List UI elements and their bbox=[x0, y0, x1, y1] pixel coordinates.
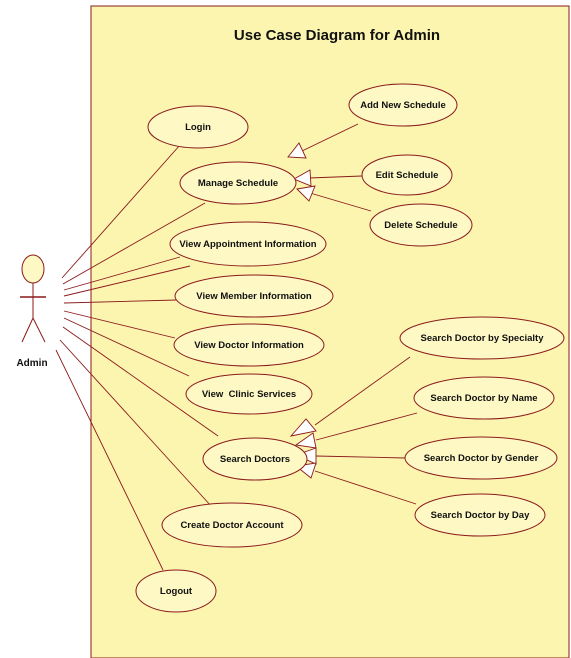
association-search-doctors bbox=[62, 326, 219, 437]
association-view-member bbox=[63, 299, 177, 304]
label-view-member-information: View Member Information bbox=[196, 291, 312, 302]
use-case-labels: Login Manage Schedule Add New Schedule E… bbox=[160, 100, 544, 597]
label-delete-schedule: Delete Schedule bbox=[384, 220, 457, 231]
generalization-delete-schedule bbox=[309, 192, 372, 212]
association-view-clinic bbox=[63, 317, 190, 377]
association-login bbox=[61, 144, 181, 279]
use-case-search-doctor-by-gender bbox=[404, 436, 558, 480]
actor-admin: Admin bbox=[16, 254, 48, 369]
actor-left-leg bbox=[21, 317, 34, 343]
generalization-by-gender bbox=[315, 455, 406, 459]
use-case-manage-schedule bbox=[179, 161, 297, 205]
label-search-doctors: Search Doctors bbox=[220, 454, 290, 465]
use-case-search-doctors bbox=[202, 437, 308, 481]
use-case-edit-schedule bbox=[361, 154, 453, 196]
actor-label: Admin bbox=[16, 358, 47, 369]
actor-right-leg bbox=[32, 317, 46, 343]
generalization-lines bbox=[301, 123, 418, 505]
arrowhead-add-new-schedule bbox=[287, 142, 307, 159]
arrowhead-by-specialty bbox=[289, 418, 317, 437]
arrowhead-edit-schedule bbox=[292, 169, 312, 187]
label-search-doctor-by-day: Search Doctor by Day bbox=[431, 510, 530, 521]
label-search-doctor-by-specialty: Search Doctor by Specialty bbox=[420, 333, 544, 344]
association-lines bbox=[55, 144, 219, 571]
stick-figure-icon bbox=[20, 254, 46, 343]
use-cases bbox=[135, 83, 565, 613]
label-add-new-schedule: Add New Schedule bbox=[360, 100, 446, 111]
generalization-by-name bbox=[315, 412, 418, 441]
use-case-view-doctor-information bbox=[173, 323, 325, 367]
generalization-add-new-schedule bbox=[301, 123, 359, 152]
use-case-add-new-schedule bbox=[348, 83, 458, 127]
use-case-logout bbox=[135, 569, 217, 613]
arrowhead-by-name bbox=[294, 432, 317, 449]
use-case-search-doctor-by-day bbox=[414, 493, 546, 537]
association-manage-schedule bbox=[62, 202, 206, 285]
label-create-doctor-account: Create Doctor Account bbox=[180, 520, 284, 531]
use-case-view-member-information bbox=[174, 274, 334, 318]
actor-head bbox=[21, 254, 45, 284]
association-view-appointment bbox=[63, 256, 181, 291]
diagram-title: Use Case Diagram for Admin bbox=[234, 27, 440, 44]
label-login: Login bbox=[185, 122, 211, 133]
label-search-doctor-by-gender: Search Doctor by Gender bbox=[424, 453, 539, 464]
label-logout: Logout bbox=[160, 586, 193, 597]
use-case-delete-schedule bbox=[369, 203, 473, 247]
association-view-doctor bbox=[63, 310, 176, 339]
association-view-appointment-2 bbox=[63, 265, 191, 297]
use-case-view-appointment-information bbox=[169, 221, 327, 267]
arrowhead-delete-schedule bbox=[296, 185, 316, 202]
generalization-edit-schedule bbox=[308, 175, 363, 179]
label-view-appointment-information: View Appointment Information bbox=[179, 239, 316, 250]
label-search-doctor-by-name: Search Doctor by Name bbox=[430, 393, 537, 404]
label-view-doctor-information: View Doctor Information bbox=[194, 340, 304, 351]
use-case-create-doctor-account bbox=[161, 502, 303, 548]
use-case-login bbox=[147, 105, 249, 149]
association-create-doctor-account bbox=[59, 339, 213, 508]
label-view-clinic-services: View Clinic Services bbox=[202, 389, 296, 400]
use-case-view-clinic-services bbox=[185, 373, 313, 415]
label-edit-schedule: Edit Schedule bbox=[376, 170, 439, 181]
generalization-by-specialty bbox=[314, 356, 411, 426]
use-case-search-doctor-by-specialty bbox=[399, 316, 565, 360]
generalization-by-day bbox=[314, 470, 417, 505]
generalization-arrowheads bbox=[287, 142, 317, 479]
label-manage-schedule: Manage Schedule bbox=[198, 178, 278, 189]
use-case-search-doctor-by-name bbox=[413, 376, 555, 420]
association-logout bbox=[55, 349, 164, 571]
